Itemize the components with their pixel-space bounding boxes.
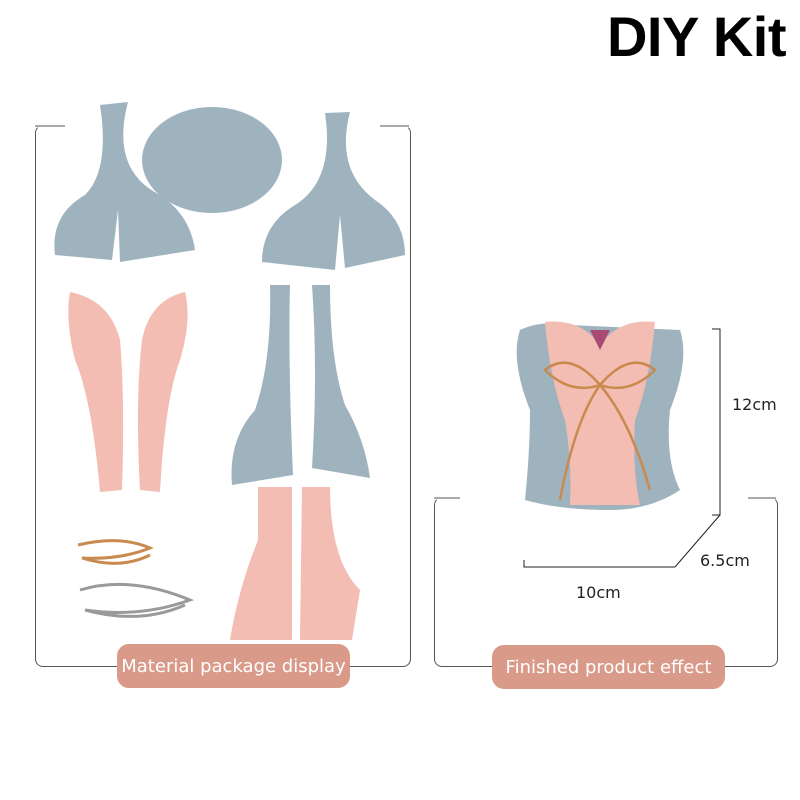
top-piece-left: [54, 102, 195, 262]
pink-leather-pieces: [68, 292, 360, 640]
width-dimension: 10cm: [576, 583, 621, 602]
oval-base-piece: [142, 107, 282, 213]
height-dimension: 12cm: [732, 395, 777, 414]
front-piece-right: [137, 292, 188, 492]
depth-dimension: 6.5cm: [700, 551, 750, 570]
page-title: DIY Kit: [606, 5, 787, 68]
back-piece-right: [300, 487, 360, 640]
back-piece-left: [230, 487, 292, 640]
finished-product-badge: Finished product effect: [492, 645, 725, 689]
side-piece-right: [312, 285, 370, 478]
corset-product: [516, 321, 684, 510]
material-package-badge: Material package display: [117, 644, 350, 688]
front-piece-left: [68, 292, 124, 492]
side-piece-left: [231, 285, 293, 485]
cords: [77, 539, 195, 618]
top-piece-right: [262, 112, 405, 270]
blue-leather-pieces: [54, 102, 405, 485]
